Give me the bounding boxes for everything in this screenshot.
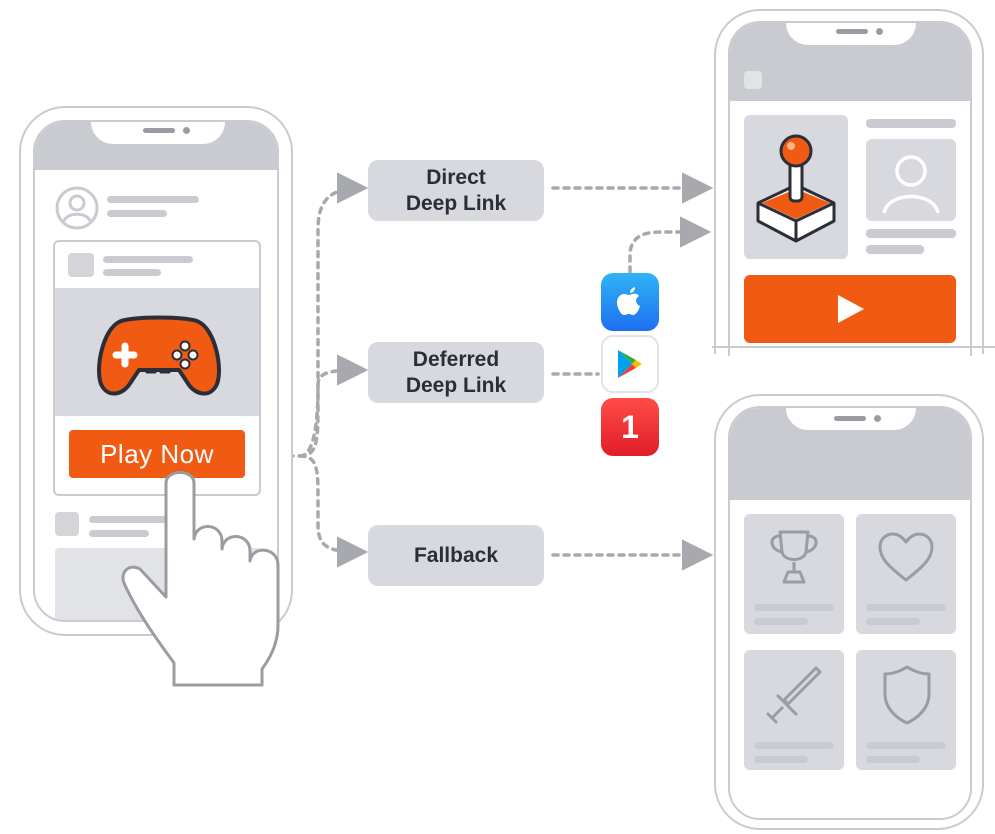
- connector-store-to-game: [628, 216, 712, 274]
- shield-tile: [856, 650, 956, 770]
- camera: [183, 127, 190, 134]
- sword-icon: [766, 666, 822, 724]
- fallback-phone: [714, 394, 984, 830]
- numbered-store-label: 1: [621, 408, 639, 445]
- camera: [874, 415, 881, 422]
- speaker: [834, 416, 866, 421]
- heart-tile: [856, 514, 956, 634]
- game-app-screen: [728, 21, 972, 356]
- play-now-button[interactable]: Play Now: [69, 430, 245, 478]
- speaker: [836, 29, 868, 34]
- deferred-deep-link-pill: Deferred Deep Link: [368, 342, 544, 403]
- shield-icon: [883, 665, 931, 725]
- google-play-icon: [601, 335, 659, 393]
- menu-icon: [744, 71, 762, 89]
- tapping-hand-icon: [121, 471, 280, 687]
- speaker: [143, 128, 175, 133]
- app-store-icon: [601, 273, 659, 331]
- camera: [876, 28, 883, 35]
- fallback-pill: Fallback: [368, 525, 544, 586]
- play-store-logo-icon: [618, 350, 642, 378]
- joystick-icon: [756, 134, 836, 243]
- numbered-store-icon: 1: [601, 398, 659, 456]
- trophy-icon: [770, 530, 818, 584]
- fallback-screen: [728, 406, 972, 820]
- connector-to-fallback: [298, 454, 369, 568]
- heart-icon: [878, 532, 934, 582]
- game-app-phone: [714, 9, 984, 356]
- trophy-tile: [744, 514, 844, 634]
- connector-to-direct: [298, 172, 369, 458]
- ad-card: Play Now: [53, 240, 261, 496]
- play-icon: [838, 295, 864, 323]
- avatar-icon: [55, 186, 99, 230]
- profile-placeholder: [866, 139, 956, 221]
- connector-to-deferred: [298, 354, 369, 458]
- gamepad-icon: [97, 315, 221, 396]
- user-icon: [882, 155, 940, 214]
- apple-logo-icon: [617, 287, 640, 315]
- play-now-label: Play Now: [100, 438, 214, 469]
- direct-deep-link-pill: Direct Deep Link: [368, 160, 544, 221]
